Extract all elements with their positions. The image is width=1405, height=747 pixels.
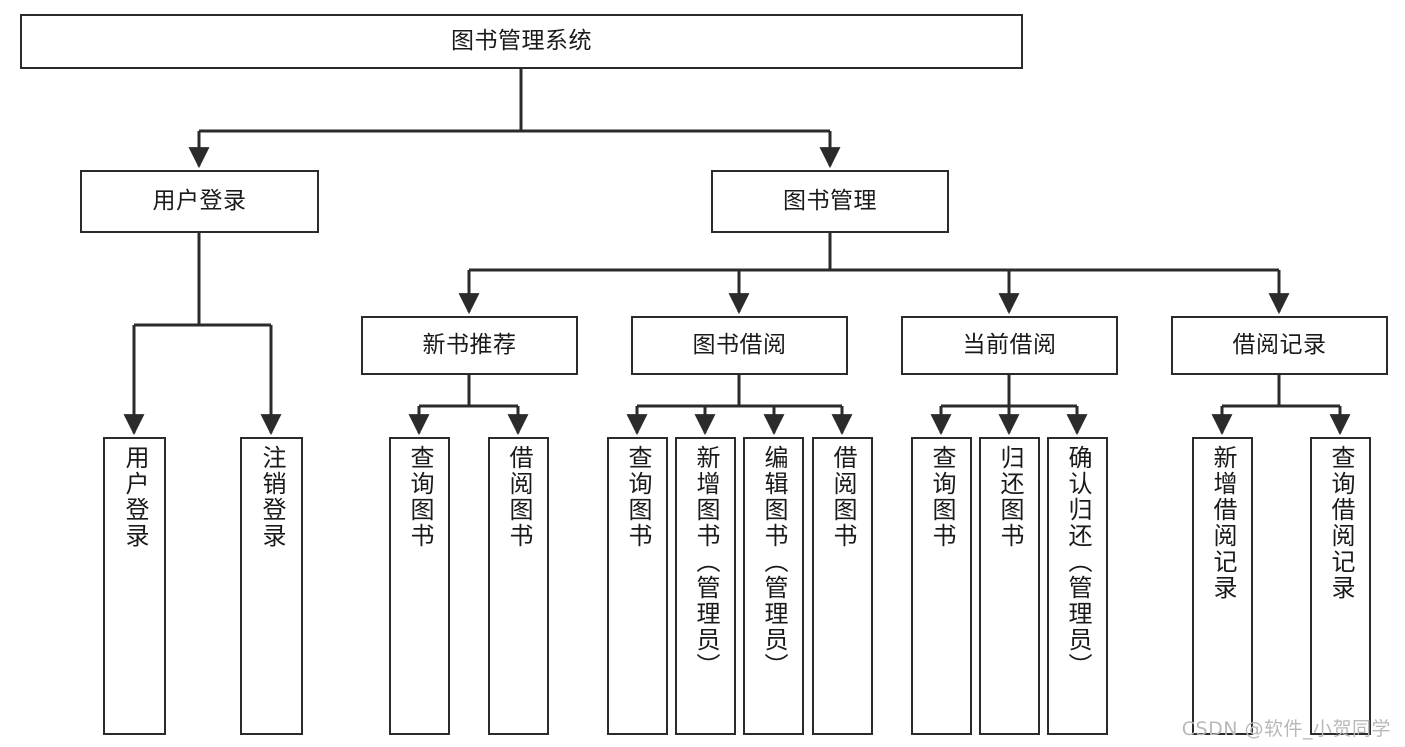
node-leaf-query-book-3-label: 查询图书 (927, 445, 956, 549)
node-leaf-borrow-book-1[interactable]: 借阅图书 (488, 437, 549, 735)
watermark: CSDN @软件_小贺同学 (1181, 718, 1391, 740)
node-book-management-label: 图书管理 (783, 187, 877, 214)
node-new-book-recommend[interactable]: 新书推荐 (361, 316, 578, 375)
node-leaf-logout-login[interactable]: 注销登录 (240, 437, 303, 735)
node-leaf-borrow-book-1-label: 借阅图书 (504, 445, 533, 549)
node-root-label: 图书管理系统 (451, 27, 592, 54)
node-root[interactable]: 图书管理系统 (20, 14, 1023, 69)
node-leaf-add-book-admin-label: 新增图书（管理员） (691, 445, 720, 679)
node-book-borrow[interactable]: 图书借阅 (631, 316, 848, 375)
node-leaf-query-book-1[interactable]: 查询图书 (389, 437, 450, 735)
node-leaf-query-book-2[interactable]: 查询图书 (607, 437, 668, 735)
node-book-borrow-label: 图书借阅 (692, 331, 787, 358)
node-leaf-user-login-label: 用户登录 (120, 445, 149, 549)
node-leaf-logout-login-label: 注销登录 (257, 445, 286, 549)
node-book-management[interactable]: 图书管理 (711, 170, 949, 233)
node-leaf-query-book-3[interactable]: 查询图书 (911, 437, 972, 735)
node-current-borrow[interactable]: 当前借阅 (901, 316, 1118, 375)
node-borrow-record[interactable]: 借阅记录 (1171, 316, 1388, 375)
node-leaf-add-borrow-record[interactable]: 新增借阅记录 (1192, 437, 1253, 735)
node-leaf-user-login[interactable]: 用户登录 (103, 437, 166, 735)
node-leaf-borrow-book-2-label: 借阅图书 (828, 445, 857, 549)
node-leaf-query-book-2-label: 查询图书 (623, 445, 652, 549)
node-leaf-query-borrow-record[interactable]: 查询借阅记录 (1310, 437, 1371, 735)
node-leaf-confirm-return-admin-label: 确认归还（管理员） (1063, 445, 1092, 679)
node-leaf-return-book[interactable]: 归还图书 (979, 437, 1040, 735)
node-borrow-record-label: 借阅记录 (1232, 331, 1327, 358)
node-leaf-query-borrow-record-label: 查询借阅记录 (1326, 445, 1355, 601)
node-current-borrow-label: 当前借阅 (962, 331, 1057, 358)
node-new-book-recommend-label: 新书推荐 (422, 331, 517, 358)
node-leaf-borrow-book-2[interactable]: 借阅图书 (812, 437, 873, 735)
node-leaf-edit-book-admin[interactable]: 编辑图书（管理员） (743, 437, 804, 735)
node-leaf-query-book-1-label: 查询图书 (405, 445, 434, 549)
node-leaf-add-borrow-record-label: 新增借阅记录 (1208, 445, 1237, 601)
node-leaf-return-book-label: 归还图书 (995, 445, 1024, 549)
node-leaf-confirm-return-admin[interactable]: 确认归还（管理员） (1047, 437, 1108, 735)
node-user-login-label: 用户登录 (152, 187, 247, 214)
node-user-login[interactable]: 用户登录 (80, 170, 319, 233)
node-leaf-edit-book-admin-label: 编辑图书（管理员） (759, 445, 788, 679)
node-leaf-add-book-admin[interactable]: 新增图书（管理员） (675, 437, 736, 735)
